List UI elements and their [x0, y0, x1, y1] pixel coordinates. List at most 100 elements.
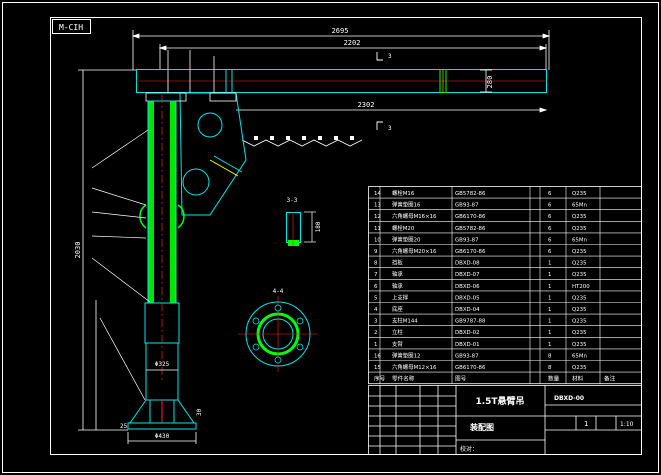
section-3-dim: 180: [315, 221, 322, 232]
section-4-bolt-holes: [252, 304, 304, 364]
dim-overall-span-label: 2695: [332, 27, 349, 35]
bom-cell-std: GB93-87: [455, 237, 479, 243]
bom-cell-mat: Q235: [572, 319, 587, 325]
bom-cell-name: 弹簧垫圈16: [392, 201, 421, 209]
bom-cell-name: 六角螺母M12×16: [392, 363, 437, 371]
bom-cell-qty: 6: [548, 203, 552, 209]
bom-cell-no: 3: [374, 319, 377, 325]
title-block-scale: 1:10: [620, 421, 634, 428]
section-3-3: 3-3 180: [286, 197, 322, 246]
bom-cell-qty: 8: [548, 365, 552, 371]
bom-cell-name: 弹簧垫圈12: [392, 351, 420, 359]
bom-cell-std: GB5782-86: [455, 226, 486, 232]
dim-arm-height: [480, 69, 492, 93]
bom-cell-mat: Q235: [572, 330, 587, 336]
bom-cell-mat: Q235: [572, 214, 587, 220]
dim-column-diameter-label: Φ325: [155, 361, 170, 368]
bom-cell-no: 14: [374, 191, 381, 197]
bom-cell-name: 底座: [392, 305, 403, 313]
dim-column-height-label: 2030: [74, 242, 82, 259]
bom-cell-std: DBXD-02: [455, 330, 480, 336]
bom-cell-qty: 1: [548, 342, 551, 348]
bom-cell-qty: 1: [548, 319, 551, 325]
bom-cell-qty: 1: [548, 307, 551, 313]
bom-header-remark: 备注: [604, 375, 616, 383]
bom-cell-no: 11: [374, 226, 381, 232]
bom-cell-qty: 6: [548, 191, 552, 197]
bom-cell-mat: 65Mn: [572, 237, 587, 243]
bom-cell-std: GB6170-86: [455, 249, 486, 255]
bom-cell-qty: 6: [548, 214, 552, 220]
bom-cell-qty: 1: [548, 284, 551, 290]
bom-cell-name: 螺栓M16: [392, 189, 415, 197]
bom-cell-std: DBXD-04: [455, 307, 480, 313]
bom-cell-name: 支柱M144: [392, 317, 418, 325]
bom-cell-name: 六角螺母M20×16: [392, 247, 437, 255]
bom-cell-qty: 6: [548, 237, 552, 243]
bom-cell-no: 10: [374, 237, 381, 243]
bom-cell-name: 轴承: [392, 270, 403, 278]
bom-header-no: 序号: [374, 375, 386, 383]
dim-arm-length: [158, 44, 548, 70]
bom-cell-std: DBXD-07: [455, 272, 480, 278]
bom-cell-qty: 8: [548, 353, 552, 359]
bom-cell-mat: Q235: [572, 307, 587, 313]
bom-cell-qty: 1: [548, 330, 551, 336]
bom-cell-mat: 65Mn: [572, 353, 587, 359]
corner-label-box: M-CIH: [52, 19, 91, 34]
bom-cell-mat: Q235: [572, 272, 587, 278]
trolley-blocks: [254, 136, 354, 140]
title-block: 1.5T悬臂吊 装配图 DBXD-00 1 1:10 校对：: [368, 385, 642, 455]
title-block-checker: 校对：: [460, 445, 478, 453]
bom-cell-name: 六角螺母M16×16: [392, 212, 437, 220]
bom-cell-no: 1: [374, 342, 377, 348]
bom-cell-std: GB93-87: [455, 203, 479, 209]
title-block-drawing-number: DBXD-00: [554, 395, 584, 402]
dim-base-plate-label: 25: [120, 423, 128, 430]
trolley-chain: [241, 139, 363, 147]
bom-cell-std: DBXD-06: [455, 284, 480, 290]
dim-tie-length-label: 2302: [358, 101, 375, 109]
bom-cell-std: GB6170-86: [455, 365, 486, 371]
dim-base-diameter: [127, 432, 197, 444]
dim-base-diameter-label: Φ430: [155, 433, 170, 440]
bom-cell-std: GB9787-88: [455, 319, 486, 325]
bom-cell-name: 弹簧垫圈20: [392, 235, 421, 243]
section-mark-arm-bottom: 3: [388, 125, 392, 132]
bom-cell-name: 支臂: [392, 340, 403, 348]
elevation-view: 2695 2202 280: [74, 27, 551, 444]
bom-cell-mat: Q235: [572, 365, 587, 371]
bom-cell-std: GB6170-86: [455, 214, 486, 220]
bom-cell-name: 螺栓M20: [392, 224, 415, 232]
bom-cell-mat: Q235: [572, 261, 587, 267]
bom-cell-no: 8: [374, 261, 378, 267]
bom-cell-std: DBXD-05: [455, 295, 480, 301]
section-mark-arm: [376, 52, 383, 130]
bom-cell-name: 上支撑: [392, 293, 409, 301]
corner-label: M-CIH: [59, 23, 83, 32]
bom-cell-mat: Q235: [572, 249, 587, 255]
dim-overall-span: [131, 30, 551, 70]
dim-column-height: [78, 69, 136, 431]
dim-arm-length-label: 2202: [344, 39, 361, 47]
bom-cell-mat: Q235: [572, 191, 587, 197]
bom-cell-qty: 6: [548, 249, 552, 255]
bom-cell-std: DBXD-08: [455, 261, 480, 267]
bom-cell-std: GB93-87: [455, 353, 479, 359]
bom-cell-no: 2: [374, 330, 377, 336]
bom-cell-mat: 65Mn: [572, 203, 587, 209]
bom-cell-no: 7: [374, 272, 377, 278]
section-3-title: 3-3: [287, 197, 298, 204]
bom-cell-qty: 1: [548, 272, 551, 278]
bom-cell-no: 16: [374, 353, 381, 359]
bom-cell-no: 12: [374, 214, 381, 220]
title-block-drawing-type: 装配图: [469, 422, 494, 432]
bom-cell-mat: HT200: [572, 284, 590, 290]
boom-arm: [136, 69, 547, 93]
dim-tie-length: [236, 107, 548, 113]
bom-cell-name: 轴承: [392, 282, 403, 290]
